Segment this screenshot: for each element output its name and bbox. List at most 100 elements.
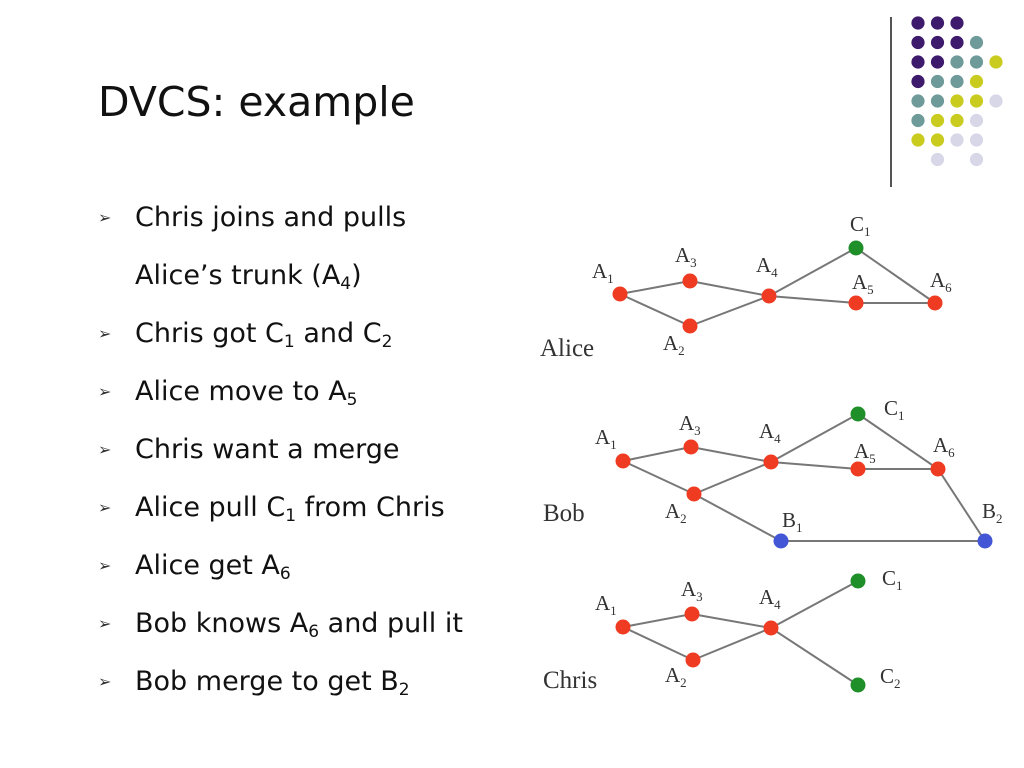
decor-dot [930,16,945,30]
decor-dot [950,133,964,147]
decor-dot [930,133,945,147]
bullet-text-tail: and pull it [319,608,463,639]
bullet-text: Alice move to A [135,376,347,407]
commit-label-a3: A3 [679,411,701,438]
bullet-item: ➢Bob knows A6 and pull it [98,602,463,660]
decorative-dot-grid [911,16,1003,167]
commit-node-a2 [682,318,698,334]
divider-line [890,17,892,187]
commit-edge [689,280,770,297]
commit-edge [619,280,691,295]
bullet-arrow-icon: ➢ [98,324,112,343]
commit-edge [770,627,859,686]
commit-label-a1: A1 [592,259,614,286]
commit-node-c2 [850,677,866,693]
commit-edge [622,446,692,462]
commit-label-a6: A6 [930,268,952,295]
commit-label-a1: A1 [595,425,617,452]
bullet-subscript: 2 [381,332,393,352]
commit-label-a2: A2 [665,499,687,526]
commit-node-c1 [850,573,866,589]
bullet-text-tail: from Chris [296,492,445,523]
commit-label-c1: C1 [882,566,903,593]
commit-label-a1: A1 [595,591,617,618]
commit-edge [622,613,693,628]
bullet-subscript: 6 [308,622,320,642]
decor-dot [950,113,964,128]
decor-dot [911,74,925,89]
decor-dot [989,55,1003,69]
commit-node-c1 [850,406,866,422]
decor-dot [930,55,945,69]
commit-node-c1 [848,240,864,256]
commit-label-a2: A2 [663,331,685,358]
commit-node-a1 [615,619,631,635]
commit-node-a2 [685,652,701,668]
bullet-text: Chris got C [135,318,284,349]
bullet-arrow-icon: ➢ [98,672,112,691]
graph-owner-label: Bob [543,500,585,527]
bullet-arrow-icon: ➢ [98,382,112,401]
decor-dot [950,74,964,89]
decor-dot [950,55,964,69]
commit-label-c2: C2 [880,664,901,691]
commit-edge [937,468,986,542]
commit-node-a4 [763,620,779,636]
decor-dot [950,35,964,50]
commit-node-b2 [977,533,993,549]
bullet-text: Chris joins and pulls [135,202,407,233]
commit-edge [768,247,857,297]
bullet-item: ➢Chris joins and pulls [98,196,463,254]
decor-dot [930,113,945,128]
decor-dot [911,55,925,69]
commit-node-a1 [612,286,628,302]
commit-label-c1: C1 [850,212,871,239]
decor-dot [911,113,925,128]
bullet-item: Alice’s trunk (A4) [98,254,463,312]
bullet-text: Bob knows A [135,608,309,639]
bullet-arrow-icon: ➢ [98,498,112,517]
bullet-item: ➢Alice get A6 [98,544,463,602]
bullet-arrow-icon: ➢ [98,440,112,459]
commit-edge [855,247,936,304]
commit-edge [768,295,857,304]
bullet-arrow-icon: ➢ [98,556,112,575]
commit-edge [689,295,770,327]
commit-node-a3 [683,439,699,455]
bullet-subscript: 1 [285,506,297,526]
commit-edge [622,460,695,495]
decor-dot [950,94,964,108]
decor-dot [989,94,1003,108]
commit-label-c1: C1 [884,396,905,423]
commit-label-a5: A5 [854,439,876,466]
decor-dot [969,133,984,147]
commit-node-a6 [927,295,943,311]
bullet-subscript: 4 [340,274,352,294]
commit-node-a6 [930,461,946,477]
commit-label-a5: A5 [852,270,874,297]
bullet-subscript: 6 [279,564,291,584]
bullet-subscript: 5 [346,390,358,410]
decor-dot [911,16,925,30]
commit-label-a3: A3 [681,577,703,604]
bullet-item: ➢Chris got C1 and C2 [98,312,463,370]
decor-dot [911,94,925,108]
graph-owner-label: Chris [543,667,597,694]
bullet-item: ➢Chris want a merge [98,428,463,486]
commit-node-a3 [684,606,700,622]
commit-node-a1 [615,453,631,469]
commit-node-a3 [682,273,698,289]
bullet-text: Alice pull C [135,492,286,523]
decor-dot [969,35,984,50]
decor-dot [911,133,925,147]
graph-owner-label: Alice [540,335,594,362]
commit-edge [619,293,691,327]
decor-dot [969,94,984,108]
decor-dot [969,152,984,167]
decor-dot [969,113,984,128]
commit-label-a2: A2 [665,663,687,690]
